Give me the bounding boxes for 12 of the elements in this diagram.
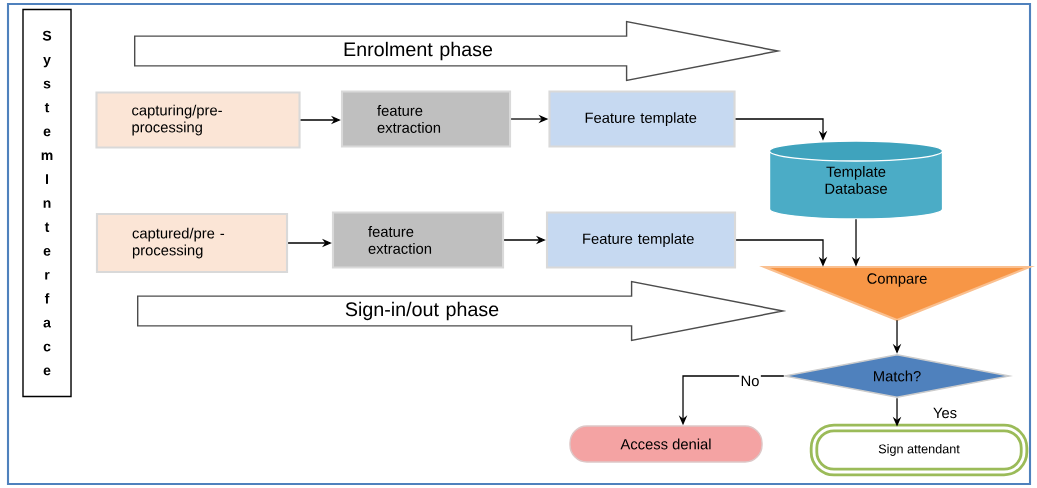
database-cylinder: Template Database <box>768 140 944 220</box>
process-box: captured/pre -processing <box>95 212 289 274</box>
vertical-label-box: System Interface <box>22 8 72 398</box>
edge-label: No <box>739 374 761 388</box>
process-box: capturing/pre- processing <box>95 91 301 149</box>
terminal-oval: Sign attendant <box>809 423 1029 477</box>
process-box: feature extraction <box>340 90 512 148</box>
process-box: feature extraction <box>331 211 505 269</box>
edge-label: Yes <box>931 406 959 420</box>
terminal-pill: Access denial <box>569 425 763 463</box>
process-box: Feature template <box>545 211 737 269</box>
process-box: Feature template <box>548 90 736 148</box>
